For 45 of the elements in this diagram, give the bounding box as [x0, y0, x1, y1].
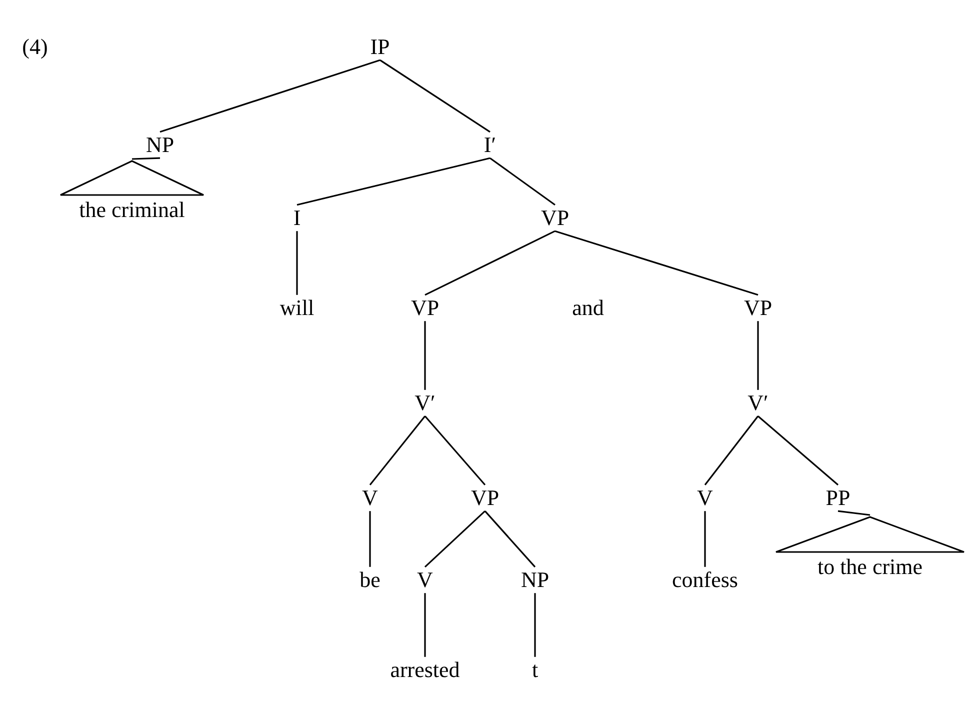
tree-node-label: will	[280, 296, 314, 320]
tree-node-label: I′	[484, 132, 496, 158]
tree-branch	[554, 230, 758, 296]
tree-branch	[380, 59, 490, 133]
tree-node-label: V	[417, 568, 433, 592]
tree-node-label: V′	[748, 390, 768, 416]
tree-node-label: PP	[826, 486, 850, 510]
tree-node-label: confess	[672, 568, 738, 592]
tree-node-label: arrested	[390, 658, 460, 682]
tree-branch	[424, 593, 426, 657]
tree-node-label: V′	[414, 390, 436, 416]
tree-node-label: V	[697, 486, 713, 510]
tree-node-label: NP	[520, 568, 550, 592]
tree-branch	[534, 593, 536, 657]
tree-node-label: VP	[540, 206, 570, 230]
tree-node-label: V	[362, 486, 378, 510]
tree-node-label: VP	[410, 296, 440, 320]
tree-branch	[424, 416, 486, 486]
phrase-label: to the crime	[817, 555, 923, 580]
tree-branch	[704, 511, 706, 567]
tree-branch	[490, 157, 556, 206]
phrase-label: the criminal	[79, 198, 185, 222]
tree-branch	[424, 510, 486, 568]
tree-branch	[838, 510, 870, 516]
tree-branch	[296, 157, 490, 206]
tree-node-label: I	[293, 206, 301, 230]
tree-branch	[296, 231, 298, 295]
conjunction-label: and	[572, 295, 604, 321]
tree-branch	[132, 157, 160, 160]
tree-node-label: t	[532, 658, 538, 682]
tree-node-label: NP	[146, 132, 174, 158]
example-number: (4)	[22, 34, 48, 60]
tree-branch	[369, 416, 426, 486]
tree-branch	[704, 416, 759, 486]
tree-node-label: IP	[370, 34, 390, 60]
tree-branch	[160, 59, 380, 133]
tree-branch	[484, 510, 536, 568]
tree-node-label: VP	[470, 486, 500, 510]
tree-branch	[757, 415, 839, 486]
tree-branch	[369, 511, 371, 567]
tree-branch	[757, 321, 759, 390]
tree-branch	[424, 230, 556, 296]
tree-node-label: VP	[744, 296, 772, 320]
tree-node-label: be	[360, 568, 380, 592]
tree-branch	[424, 321, 426, 390]
